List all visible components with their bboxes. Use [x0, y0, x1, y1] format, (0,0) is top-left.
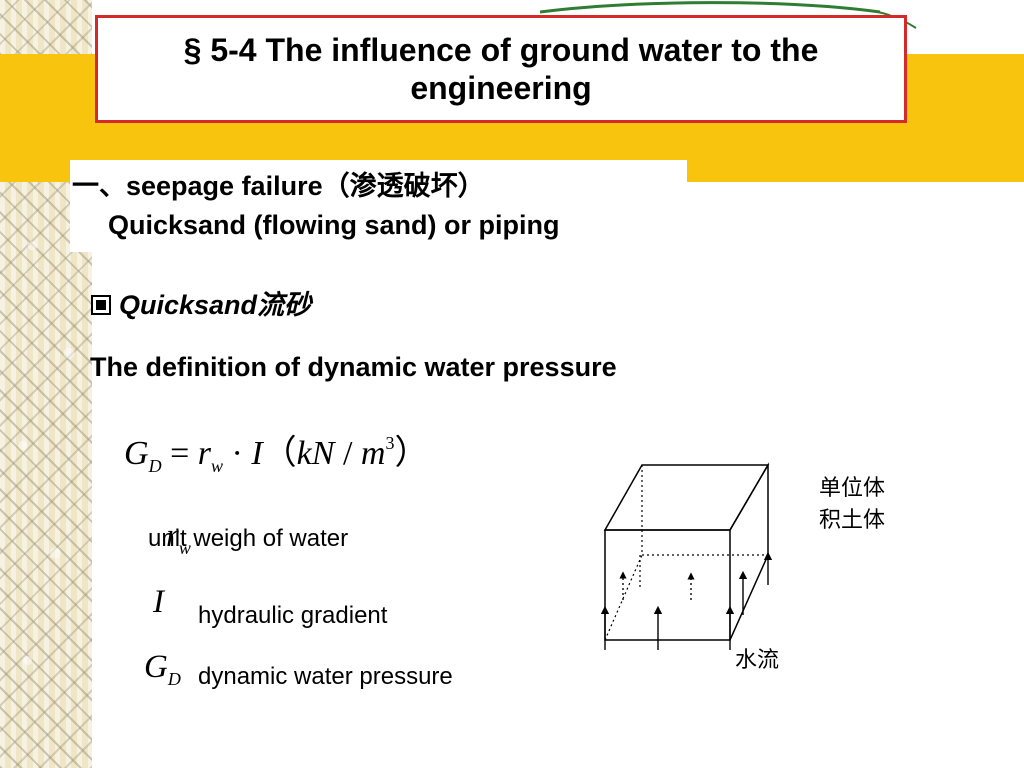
unit-weight-description: unit weigh of water	[148, 525, 349, 552]
section-heading: 一、seepage failure（渗透破坏）	[72, 171, 485, 201]
subheading: Quicksand (flowing sand) or piping	[108, 210, 560, 240]
formula-equals: =	[161, 435, 198, 472]
formula-unit-m: m	[360, 435, 386, 472]
hydraulic-gradient-description: hydraulic gradient	[198, 602, 388, 629]
dynamic-pressure-description: dynamic water pressure	[198, 663, 453, 690]
dynamic-pressure-symbol-subscript: D	[167, 669, 181, 689]
dynamic-water-pressure-formula: GD = rw · I（kN / m3）	[124, 426, 484, 480]
slide-title: § 5-4 The influence of ground water to t…	[183, 32, 819, 106]
water-flow-label: 水流	[735, 648, 780, 673]
formula-g-subscript: D	[148, 456, 162, 476]
formula-r-subscript: w	[210, 456, 223, 476]
square-bullet-icon	[91, 295, 111, 315]
content-panel	[70, 160, 687, 252]
formula-g-symbol: G	[124, 435, 149, 472]
title-box: § 5-4 The influence of ground water to t…	[95, 15, 907, 123]
unit-weight-symbol-subscript: w	[178, 538, 191, 558]
formula-unit-kn: kN	[296, 435, 335, 472]
quicksand-bullet-row: Quicksand流砂	[91, 290, 311, 320]
formula-dot: ·	[223, 435, 252, 472]
formula-left-paren: （	[262, 435, 297, 472]
formula-right-paren: ）	[394, 435, 429, 472]
unit-soil-volume-label-line-2: 积土体	[819, 508, 886, 533]
dynamic-pressure-symbol: GD	[144, 651, 181, 696]
unit-soil-volume-label-line-1: 单位体	[819, 476, 886, 501]
soil-cube-diagram	[600, 462, 773, 650]
formula-slash: /	[334, 435, 361, 472]
dynamic-pressure-symbol-g: G	[144, 649, 168, 685]
unit-weight-symbol-r: r	[166, 518, 179, 554]
hydraulic-gradient-symbol: I	[153, 584, 164, 620]
formula-unit-exponent: 3	[385, 433, 395, 453]
formula-r-symbol: r	[197, 435, 211, 472]
unit-weight-symbol: rw	[166, 520, 191, 565]
definition-text: The definition of dynamic water pressure	[90, 352, 617, 382]
formula-i-symbol: I	[251, 435, 263, 472]
quicksand-label: Quicksand流砂	[119, 290, 312, 320]
